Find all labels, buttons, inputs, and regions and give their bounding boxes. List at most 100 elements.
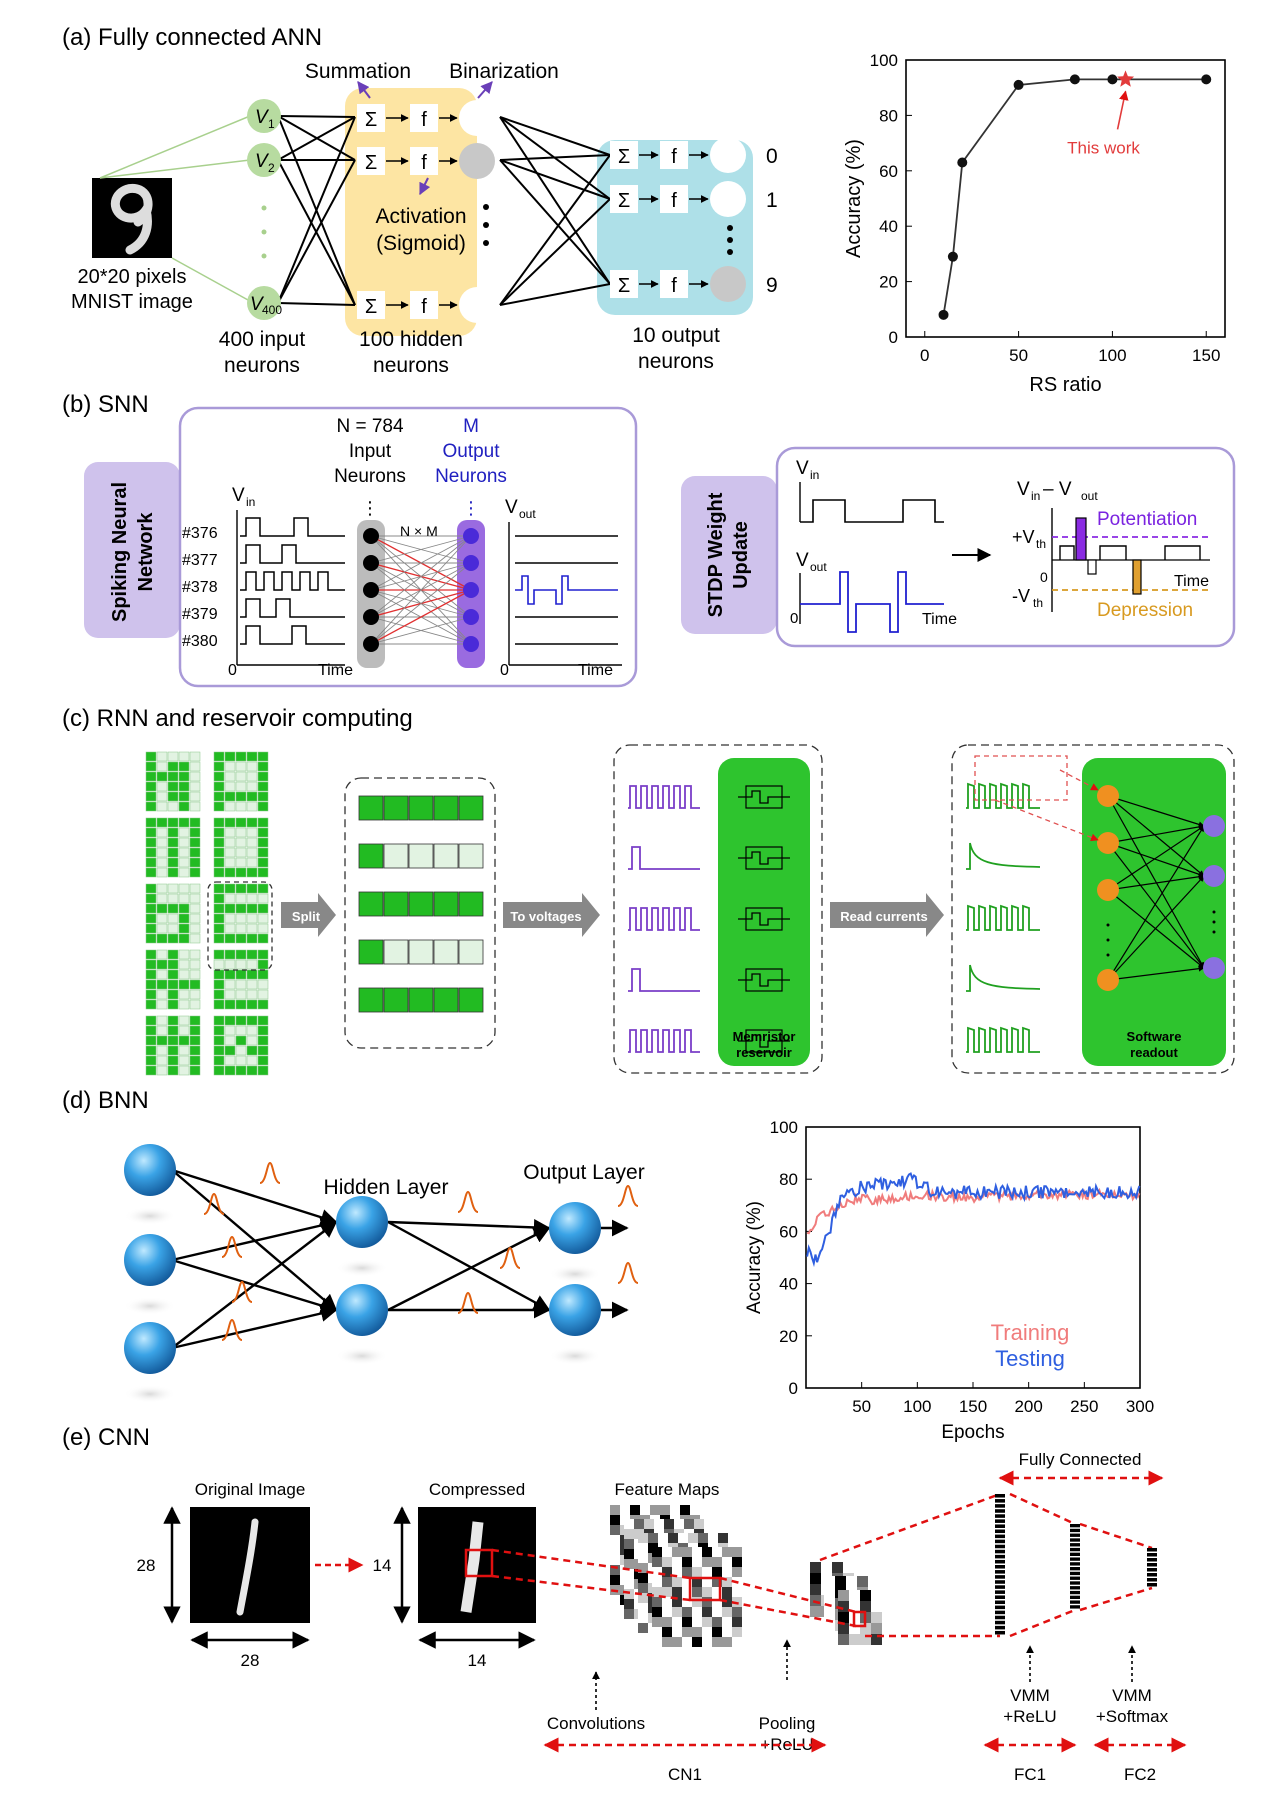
- pixel-cell: [156, 761, 168, 772]
- pixel-cell: [145, 969, 157, 980]
- feature-map-cell: [624, 1559, 634, 1569]
- voltage-pulse: [628, 907, 700, 931]
- pixel-cell: [189, 893, 201, 904]
- fc-neuron: [1070, 1590, 1080, 1595]
- fc-neuron: [995, 1499, 1005, 1503]
- pixel-cell: [257, 923, 269, 934]
- feature-map-cell: [692, 1547, 702, 1557]
- fc-neuron: [1070, 1576, 1080, 1580]
- node-shadow: [124, 1385, 176, 1403]
- pixel-cell: [257, 1015, 269, 1026]
- chart1-annotation: This work: [1067, 138, 1140, 157]
- feature-map-cell: [624, 1589, 634, 1599]
- current-trace: [966, 904, 1040, 931]
- fc-neuron: [995, 1509, 1005, 1513]
- pixel-cell: [145, 791, 157, 802]
- pixel-cell: [235, 949, 247, 960]
- chart2-series-training: [806, 1187, 1141, 1235]
- pixel-cell: [257, 903, 269, 914]
- svg-text:2: 2: [268, 161, 275, 175]
- fc-neuron: [995, 1565, 1005, 1569]
- feature-map-cell: [610, 1505, 620, 1515]
- pixel-cell: [167, 761, 179, 772]
- feature-map-cell: [638, 1533, 648, 1543]
- pixel-cell: [224, 959, 236, 970]
- pooled-cell: [810, 1562, 821, 1573]
- pixel-cell: [213, 1025, 225, 1036]
- pixel-cell: [145, 913, 157, 924]
- snn-row-label: #380: [182, 633, 218, 650]
- pixel-cell: [178, 771, 190, 782]
- split-row-cell: [383, 987, 409, 1013]
- snn-spike-train: [240, 598, 345, 618]
- chart2-xlabel: Epochs: [941, 1422, 1004, 1443]
- current-trace: [966, 964, 1041, 992]
- pixel-cell: [145, 751, 157, 762]
- chart1-ytick-label: 80: [879, 106, 898, 125]
- pooled-cell: [871, 1634, 882, 1645]
- pixel-cell: [145, 949, 157, 960]
- svg-text:in: in: [1031, 489, 1040, 503]
- svg-text:Original Image: Original Image: [195, 1480, 306, 1499]
- fc-neuron: [995, 1620, 1005, 1625]
- svg-text:f: f: [421, 152, 427, 174]
- split-row-cell: [408, 795, 434, 821]
- weight-distribution: [617, 1261, 639, 1284]
- pixel-cell: [189, 883, 201, 894]
- pixel-cell: [156, 1035, 168, 1046]
- chart1-xtick-label: 0: [920, 346, 929, 365]
- weight-distribution: [203, 1192, 225, 1215]
- feature-map-cell: [722, 1607, 732, 1617]
- pixel-cell: [257, 999, 269, 1010]
- feature-map-cell: [624, 1519, 634, 1529]
- pixel-cell: [224, 933, 236, 944]
- fc-neuron: [995, 1504, 1005, 1508]
- feature-map-cell: [634, 1519, 644, 1529]
- snn-synapse: [370, 535, 472, 645]
- readout-input-node: [1097, 785, 1119, 807]
- feature-map-cell: [692, 1607, 702, 1617]
- snn-synapse: [370, 535, 472, 618]
- pixel-cell: [224, 791, 236, 802]
- split-row-cell: [358, 843, 384, 869]
- output-label-line2: neurons: [638, 350, 714, 373]
- feature-map-cell: [662, 1557, 672, 1567]
- svg-text:out: out: [1081, 489, 1098, 503]
- snn-input-neuron: [363, 636, 379, 652]
- svg-text:Σ: Σ: [618, 146, 630, 168]
- panel-e-title: (e) CNN: [62, 1424, 150, 1451]
- chart2-ytick-label: 20: [779, 1327, 798, 1346]
- feature-map-cell: [702, 1617, 712, 1627]
- memristor-glyph: [738, 1034, 790, 1048]
- svg-text:Time: Time: [922, 611, 957, 628]
- pixel-cell: [224, 817, 236, 828]
- pixel-cell: [178, 817, 190, 828]
- pixel-cell: [235, 761, 247, 772]
- pooled-cell: [849, 1601, 860, 1612]
- fc-neuron: [995, 1524, 1005, 1528]
- svg-text:0: 0: [228, 662, 237, 679]
- pixel-cell: [156, 847, 168, 858]
- svg-text:400: 400: [262, 303, 282, 317]
- svg-text:Update: Update: [730, 521, 752, 589]
- pixel-cell: [156, 903, 168, 914]
- snn-row-label: #376: [182, 525, 218, 542]
- panel-a: (a) Fully connected ANN 20*20 pixels MNI…: [62, 24, 1226, 396]
- pixel-cell: [224, 1025, 236, 1036]
- pixel-cell: [178, 883, 190, 894]
- pooled-cell: [871, 1612, 882, 1623]
- current-traces: [966, 782, 1041, 1053]
- pixel-cell: [246, 949, 258, 960]
- pooled-cell: [838, 1612, 849, 1623]
- pixel-cell: [224, 893, 236, 904]
- svg-text:+Softmax: +Softmax: [1096, 1707, 1169, 1726]
- weight-distribution: [221, 1235, 243, 1258]
- chart1-frame: [905, 59, 1226, 338]
- pixel-cell: [156, 893, 168, 904]
- pixel-cell: [235, 999, 247, 1010]
- pixel-cell: [145, 989, 157, 1000]
- feature-map-cell: [722, 1617, 732, 1627]
- svg-text:Compressed: Compressed: [429, 1480, 525, 1499]
- cnn-projection-lines: [491, 1492, 1153, 1638]
